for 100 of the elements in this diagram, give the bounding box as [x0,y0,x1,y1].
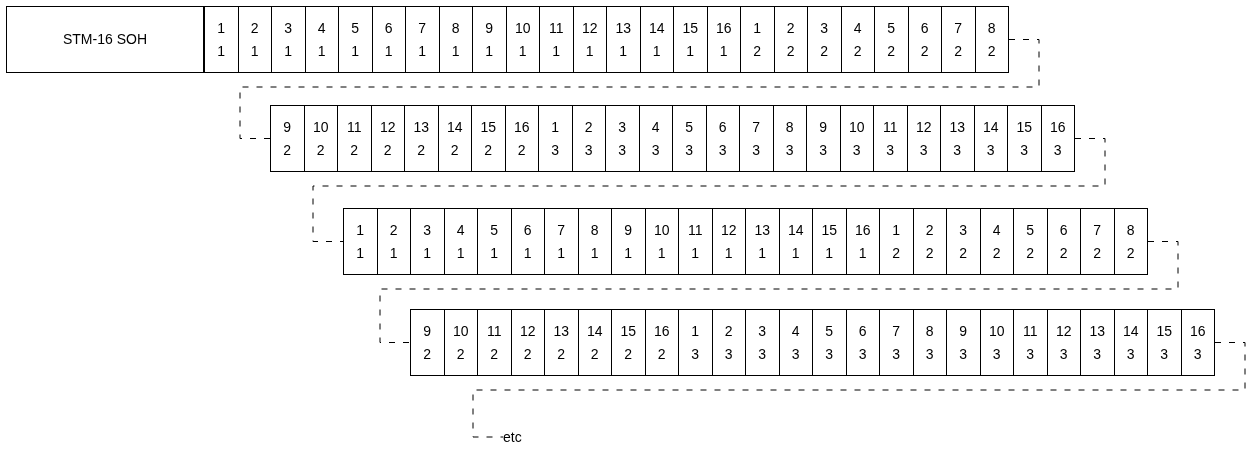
top-number: 13 [413,117,430,137]
byte-column-cell [941,6,976,73]
top-number: 15 [620,321,637,341]
top-number: 10 [653,220,670,240]
byte-column-cell [1013,309,1048,376]
top-number: 10 [988,321,1005,341]
top-number: 6 [1059,220,1068,240]
top-number: 4 [791,321,800,341]
top-number: 9 [624,220,633,240]
bottom-number: 3 [718,140,727,160]
top-number: 14 [1122,321,1139,341]
byte-column-cell [807,6,842,73]
byte-column-cell [879,208,914,275]
byte-column-cell [940,105,975,172]
bottom-number: 1 [686,41,695,61]
bottom-number: 3 [825,344,834,364]
top-number: 9 [819,117,828,137]
top-number: 12 [1055,321,1072,341]
byte-column-cell [271,6,306,73]
byte-column-cell [745,208,780,275]
byte-column-cell [678,208,713,275]
top-number: 14 [648,18,665,38]
top-number: 11 [882,117,898,137]
byte-column-cell [544,208,579,275]
top-number: 10 [514,18,531,38]
top-number: 12 [581,18,598,38]
bottom-number: 2 [920,41,929,61]
top-number: 15 [821,220,838,240]
top-number: 16 [854,220,871,240]
bottom-number: 2 [624,344,633,364]
top-number: 4 [651,117,660,137]
dashed-connector [312,138,1106,242]
byte-column-cell [477,208,512,275]
byte-column-cell [538,105,573,172]
top-number: 4 [456,220,465,240]
top-number: 15 [1156,321,1173,341]
bottom-number: 2 [954,41,963,61]
bottom-number: 2 [1026,243,1035,263]
byte-column-cell [1080,309,1115,376]
byte-column-cell [946,309,981,376]
byte-column-cell [410,309,445,376]
bottom-number: 3 [791,344,800,364]
bottom-number: 3 [685,140,694,160]
bottom-number: 1 [351,41,360,61]
top-number: 11 [486,321,502,341]
byte-column-cell [812,309,847,376]
bottom-number: 2 [456,344,465,364]
top-number: 12 [915,117,932,137]
bottom-number: 1 [250,41,259,61]
top-number: 5 [887,18,896,38]
byte-column-cell [1147,309,1182,376]
bottom-number: 2 [1093,243,1102,263]
top-number: 15 [682,18,699,38]
bottom-number: 2 [1126,243,1135,263]
bottom-number: 1 [652,41,661,61]
bottom-number: 2 [590,344,599,364]
byte-column-cell [1113,208,1148,275]
bottom-number: 3 [785,140,794,160]
bottom-number: 1 [691,243,700,263]
top-number: 8 [451,18,460,38]
bottom-number: 2 [523,344,532,364]
bottom-number: 2 [657,344,666,364]
bottom-number: 1 [657,243,666,263]
bottom-number: 2 [283,140,292,160]
bottom-number: 3 [551,140,560,160]
byte-column-cell [739,105,774,172]
bottom-number: 1 [724,243,733,263]
bottom-number: 1 [825,243,834,263]
byte-column-cell [337,105,372,172]
bottom-number: 1 [590,243,599,263]
bottom-number: 2 [925,243,934,263]
top-number: 14 [586,321,603,341]
bottom-number: 3 [992,344,1001,364]
dashed-connector [472,342,1246,438]
top-number: 6 [384,18,393,38]
bottom-number: 3 [886,140,895,160]
bottom-number: 1 [858,243,867,263]
bottom-number: 1 [317,41,326,61]
byte-column-cell [745,309,780,376]
bottom-number: 2 [350,140,359,160]
top-number: 3 [959,220,968,240]
top-number: 3 [820,18,829,38]
byte-column-cell [1180,309,1215,376]
top-number: 13 [754,220,771,240]
top-number: 12 [720,220,737,240]
bottom-number: 2 [820,41,829,61]
byte-column-cell [812,208,847,275]
bottom-number: 2 [316,140,325,160]
bottom-number: 3 [584,140,593,160]
byte-column-cell [204,6,239,73]
bottom-number: 3 [651,140,660,160]
bottom-number: 3 [1193,344,1202,364]
bottom-number: 2 [892,243,901,263]
overhead-label: STM-16 SOH [63,30,147,49]
top-number: 11 [346,117,362,137]
bottom-number: 1 [423,243,432,263]
bottom-number: 2 [992,243,1001,263]
bottom-number: 3 [758,344,767,364]
byte-column-cell [1007,105,1042,172]
byte-column-cell [270,105,305,172]
